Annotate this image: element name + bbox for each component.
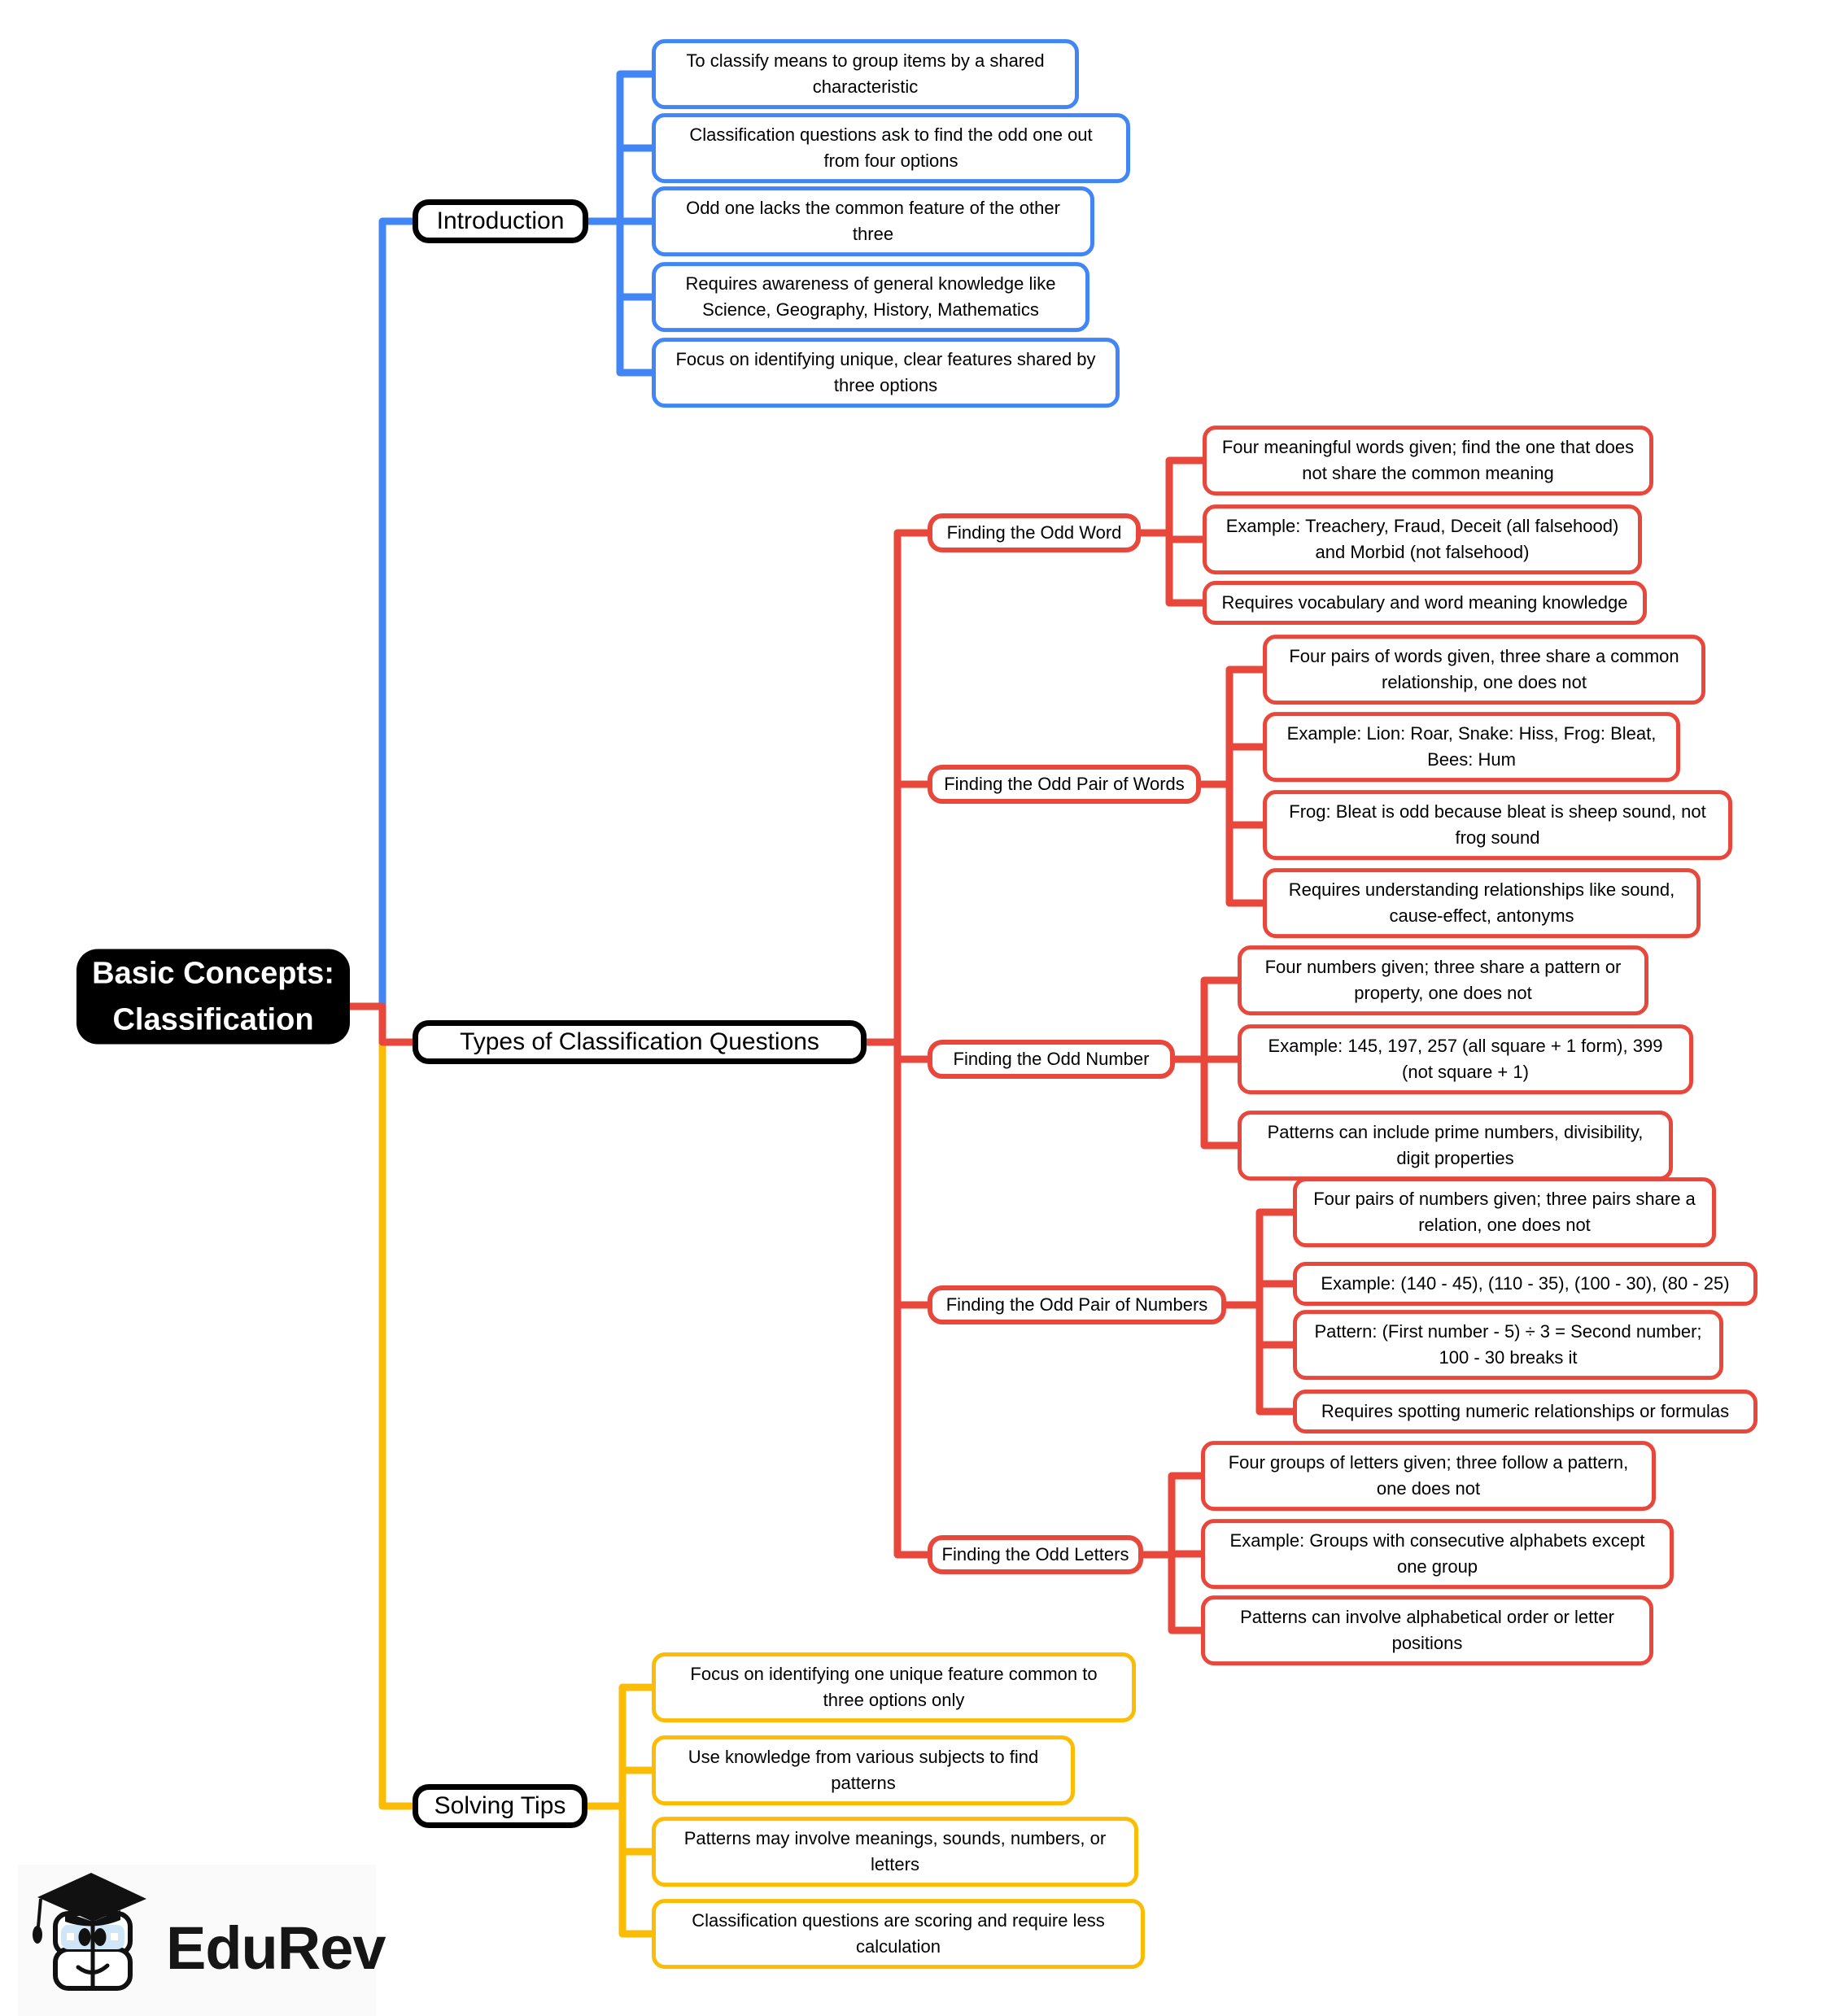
root-node: Basic Concepts: Classification: [76, 949, 350, 1045]
leaf-solving-tips-3: Patterns may involve meanings, sounds, n…: [652, 1817, 1138, 1887]
leaf-solving-tips-4: Classification questions are scoring and…: [652, 1899, 1145, 1969]
leaf-odd-pair-words-1: Four pairs of words given, three share a…: [1263, 635, 1705, 705]
edurev-logo: EduRev: [24, 1863, 386, 1997]
leaf-solving-tips-1: Focus on identifying one unique feature …: [652, 1652, 1136, 1722]
leaf-odd-pair-words-4: Requires understanding relationships lik…: [1263, 868, 1701, 938]
node-types-of-classification-questions: Types of Classification Questions: [413, 1020, 867, 1064]
leaf-introduction-4: Requires awareness of general knowledge …: [652, 262, 1089, 332]
edurev-books-icon: [33, 1873, 146, 1991]
leaf-odd-word-1: Four meaningful words given; find the on…: [1203, 425, 1653, 495]
node-finding-the-odd-number: Finding the Odd Number: [928, 1040, 1175, 1079]
leaf-odd-number-3: Patterns can include prime numbers, divi…: [1238, 1111, 1673, 1180]
connector-types: [344, 456, 1297, 1634]
node-solving-tips: Solving Tips: [413, 1784, 587, 1828]
node-finding-the-odd-letters: Finding the Odd Letters: [928, 1535, 1143, 1574]
leaf-odd-number-1: Four numbers given; three share a patter…: [1238, 945, 1648, 1015]
leaf-odd-pair-numbers-4: Requires spotting numeric relationships …: [1293, 1390, 1757, 1433]
leaf-odd-pair-words-3: Frog: Bleat is odd because bleat is shee…: [1263, 790, 1732, 860]
leaf-odd-word-3: Requires vocabulary and word meaning kno…: [1203, 581, 1647, 625]
node-introduction: Introduction: [413, 199, 588, 243]
leaf-odd-letters-3: Patterns can involve alphabetical order …: [1201, 1595, 1653, 1665]
leaf-introduction-1: To classify means to group items by a sh…: [652, 39, 1079, 109]
node-finding-the-odd-word: Finding the Odd Word: [928, 513, 1141, 552]
edurev-logo-text: EduRev: [166, 1914, 386, 1982]
node-finding-the-odd-pair-of-numbers: Finding the Odd Pair of Numbers: [928, 1285, 1226, 1324]
leaf-introduction-3: Odd one lacks the common feature of the …: [652, 186, 1094, 256]
leaf-introduction-5: Focus on identifying unique, clear featu…: [652, 338, 1120, 408]
leaf-odd-letters-1: Four groups of letters given; three foll…: [1201, 1441, 1656, 1511]
leaf-odd-pair-numbers-3: Pattern: (First number - 5) ÷ 3 = Second…: [1293, 1310, 1723, 1380]
leaf-odd-word-2: Example: Treachery, Fraud, Deceit (all f…: [1203, 504, 1642, 574]
leaf-odd-number-2: Example: 145, 197, 257 (all square + 1 f…: [1238, 1024, 1693, 1094]
leaf-odd-letters-2: Example: Groups with consecutive alphabe…: [1201, 1519, 1674, 1589]
node-finding-the-odd-pair-of-words: Finding the Odd Pair of Words: [928, 765, 1201, 804]
connector-solving-tips: [378, 1013, 656, 1938]
connector-introduction: [378, 70, 656, 1025]
leaf-odd-pair-numbers-2: Example: (140 - 45), (110 - 35), (100 - …: [1293, 1262, 1757, 1306]
leaf-solving-tips-2: Use knowledge from various subjects to f…: [652, 1735, 1075, 1805]
leaf-odd-pair-words-2: Example: Lion: Roar, Snake: Hiss, Frog: …: [1263, 712, 1680, 782]
leaf-introduction-2: Classification questions ask to find the…: [652, 113, 1130, 183]
leaf-odd-pair-numbers-1: Four pairs of numbers given; three pairs…: [1293, 1177, 1716, 1247]
